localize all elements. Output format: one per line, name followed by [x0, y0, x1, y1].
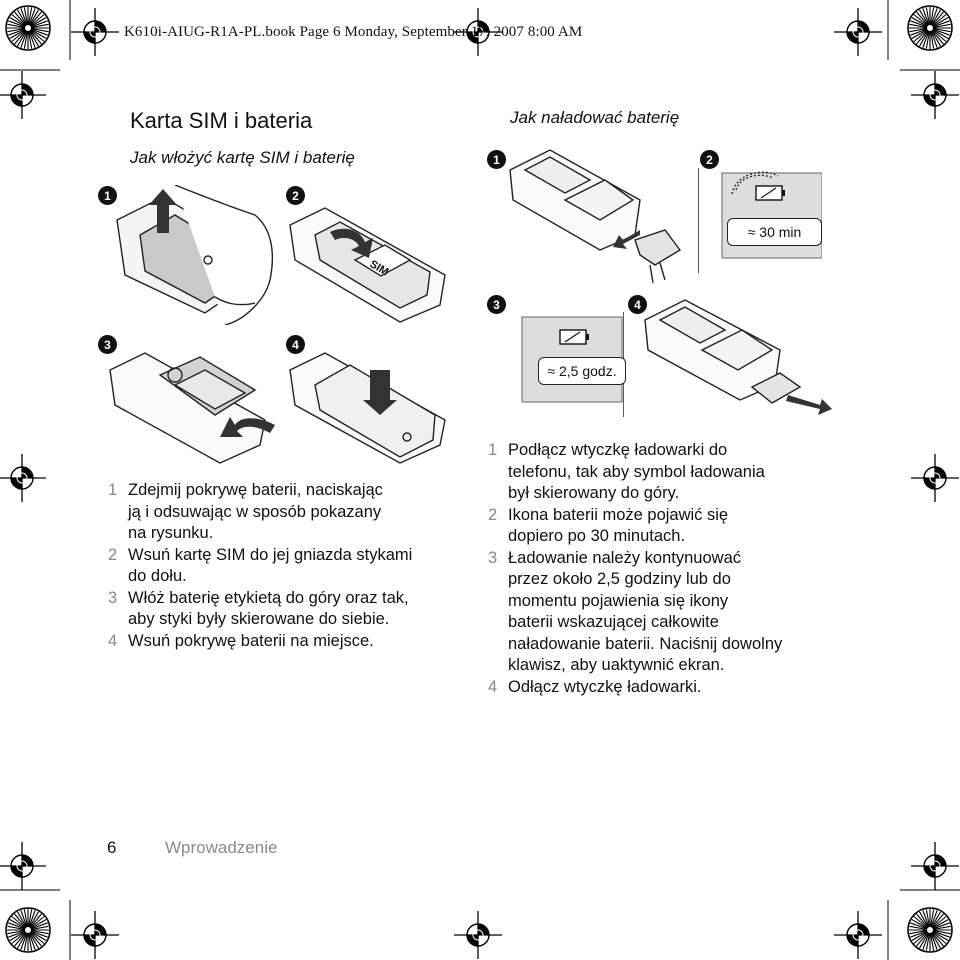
charging-title: Jak naładować baterię — [510, 108, 680, 127]
step-text: Podłącz wtyczkę ładowarki do telefonu, ta… — [508, 440, 765, 505]
step-line: Odłącz wtyczkę ładowarki. — [508, 677, 702, 696]
book-header: K610i-AIUG-R1A-PL.book Page 6 Monday, Se… — [124, 24, 583, 40]
step-line: na rysunku. — [128, 524, 214, 542]
charge-badge-1: 1 — [487, 150, 506, 169]
step-text: Ładowanie należy kontynuować przez około … — [508, 548, 782, 677]
step-number: 4 — [488, 677, 498, 696]
step-number: 2 — [488, 505, 498, 524]
charge-step-1: 1 Podłącz wtyczkę ładowarki do telefonu, t… — [488, 440, 868, 505]
charge-badge-3: 3 — [487, 295, 506, 314]
star-target-mark — [5, 5, 51, 51]
step-number: 3 — [108, 588, 118, 607]
step-line: Włóż baterię etykietą do góry oraz tak, — [128, 588, 409, 607]
time-25-callout: ≈ 2,5 godz. — [538, 357, 626, 385]
insert-battery-illustration — [109, 352, 275, 464]
step-text: Ikona baterii może pojawić się dopiero po… — [508, 505, 728, 548]
step-text: Zdejmij pokrywę baterii, naciskając ją i … — [128, 480, 383, 545]
step-line: Zdejmij pokrywę baterii, naciskając — [128, 481, 383, 499]
step-line: aby styki były skierowane do siebie. — [128, 610, 390, 628]
charge-step-3: 3 Ładowanie należy kontynuować przez około… — [488, 548, 868, 677]
sim-step-4: 4 Wsuń pokrywę baterii na miejsce. — [108, 631, 468, 653]
step-badge-1: 1 — [98, 186, 117, 205]
insert-sim-illustration: SIM — [289, 207, 446, 323]
section-title: Karta SIM i bateria — [130, 108, 313, 133]
step-line: momentu pojawienia się ikony — [508, 591, 729, 610]
step-line: baterii wskazującej całkowite — [508, 613, 719, 631]
step-text: Włóż baterię etykietą do góry oraz tak, a… — [128, 588, 409, 631]
sim-step-1: 1 Zdejmij pokrywę baterii, naciskając ją i… — [108, 480, 468, 545]
step-line: Ładowanie należy kontynuować — [508, 548, 741, 567]
step-badge-2: 2 — [286, 186, 305, 205]
step-text: Wsuń kartę SIM do jej gniazda stykami do … — [128, 545, 412, 588]
step-badge-3: 3 — [98, 335, 117, 354]
step-line: przez około 2,5 godziny lub do — [508, 570, 731, 588]
charge-step-4: 4 Odłącz wtyczkę ładowarki. — [488, 677, 868, 699]
step-text: Wsuń pokrywę baterii na miejsce. — [128, 631, 374, 653]
slide-cover-illustration — [289, 352, 446, 464]
step-badge-4: 4 — [286, 335, 305, 354]
sim-step-2: 2 Wsuń kartę SIM do jej gniazda stykami do… — [108, 545, 468, 588]
time-30-callout: ≈ 30 min — [727, 218, 822, 246]
step-line: Wsuń pokrywę baterii na miejsce. — [128, 631, 374, 650]
disconnect-charger-illustration — [644, 299, 832, 415]
connect-charger-illustration — [509, 149, 682, 284]
section-name: Wprowadzenie — [165, 838, 278, 857]
step-line: do dołu. — [128, 567, 187, 585]
remove-cover-illustration — [116, 185, 274, 325]
charge-step-2: 2 Ikona baterii może pojawić się dopiero p… — [488, 505, 868, 548]
star-target-mark — [5, 907, 51, 953]
charging-steps-list: 1 Podłącz wtyczkę ładowarki do telefonu, t… — [488, 440, 868, 698]
step-text: Odłącz wtyczkę ładowarki. — [508, 677, 701, 699]
step-line: ją i odsuwając w sposób pokazany — [128, 502, 382, 521]
step-line: klawisz, aby uaktywnić ekran. — [508, 656, 725, 674]
step-line: Ikona baterii może pojawić się — [508, 505, 729, 524]
sim-steps-list: 1 Zdejmij pokrywę baterii, naciskając ją i… — [108, 480, 468, 652]
step-line: dopiero po 30 minutach. — [508, 527, 686, 545]
page-number: 6 — [107, 838, 117, 857]
step-number: 4 — [108, 631, 118, 650]
step-line: telefonu, tak aby symbol ładowania — [508, 462, 765, 481]
step-number: 1 — [108, 481, 118, 499]
step-line: Wsuń kartę SIM do jej gniazda stykami — [128, 545, 413, 564]
step-line: Podłącz wtyczkę ładowarki do — [508, 441, 728, 459]
charge-badge-2: 2 — [700, 150, 719, 169]
section-subtitle: Jak włożyć kartę SIM i baterię — [130, 148, 355, 167]
charge-badge-4: 4 — [628, 295, 647, 314]
star-target-mark — [907, 5, 953, 51]
step-number: 3 — [488, 548, 498, 567]
step-number: 2 — [108, 545, 118, 564]
step-line: naładowanie baterii. Naciśnij dowolny — [508, 634, 783, 653]
step-number: 1 — [488, 441, 498, 459]
step-line: był skierowany do góry. — [508, 484, 680, 502]
star-target-mark — [907, 907, 953, 953]
sim-step-3: 3 Włóż baterię etykietą do góry oraz tak,… — [108, 588, 468, 631]
